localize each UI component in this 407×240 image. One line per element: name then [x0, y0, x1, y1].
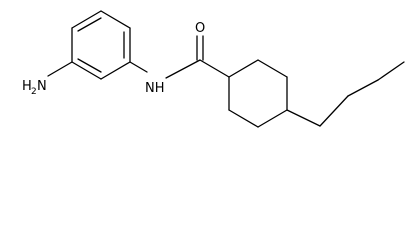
amine-label-h: H — [22, 79, 32, 94]
bond — [228, 59, 259, 78]
bond — [100, 10, 131, 29]
bond — [199, 59, 230, 78]
double-bond-inner — [77, 58, 102, 73]
bond — [257, 59, 288, 78]
chemical-structure: H 2 N NH O — [22, 10, 405, 128]
bond — [286, 109, 321, 127]
amine-group: H 2 N — [22, 61, 73, 97]
bond — [228, 109, 259, 128]
bond — [47, 61, 73, 77]
cyclohexane-ring — [228, 59, 288, 128]
amine-label-n: N — [37, 79, 47, 94]
bond — [129, 61, 148, 73]
bond — [319, 95, 349, 127]
bond — [377, 61, 405, 81]
double-bond-inner — [77, 17, 102, 32]
bond — [71, 10, 102, 29]
bond — [165, 59, 201, 79]
bond — [257, 109, 288, 128]
amide-nh-label: NH — [145, 81, 165, 96]
butyl-chain — [286, 61, 405, 127]
carbonyl-oxygen-label: O — [195, 21, 205, 36]
benzene-ring — [71, 10, 131, 80]
amine-label-subscript: 2 — [31, 87, 37, 97]
bond — [100, 61, 131, 80]
amide-group: NH O — [129, 21, 230, 96]
bond — [71, 61, 102, 80]
bond — [347, 79, 379, 97]
